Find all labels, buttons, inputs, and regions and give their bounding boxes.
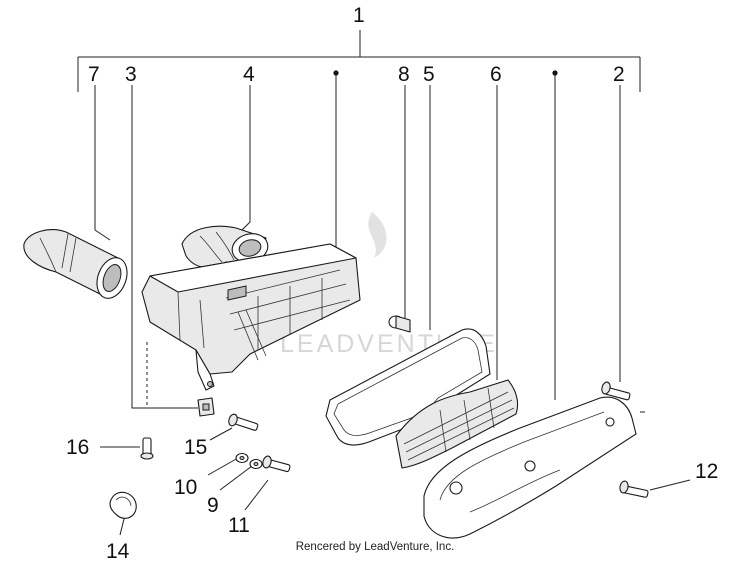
callout-11: 11	[228, 514, 250, 537]
part-7-intake-snorkel	[23, 229, 128, 299]
callout-6: 6	[490, 63, 502, 86]
callout-labels: 1 7 3 4 8 5 6 2 12 16 15 10 9 11 14	[66, 4, 718, 562]
part-4-intake-duct	[181, 225, 269, 269]
leader-lines	[94, 70, 691, 536]
part-15-screw	[228, 413, 259, 431]
part-16-screw	[140, 437, 154, 460]
part-14-clamp	[109, 491, 137, 519]
part-10-washer	[235, 452, 249, 464]
part-1-filter-housing	[141, 243, 361, 391]
part-6-filter-element	[395, 379, 519, 469]
callout-3: 3	[125, 63, 137, 86]
callout-4: 4	[243, 63, 255, 86]
watermark-flame-icon	[368, 212, 387, 258]
part-11-screw	[262, 455, 291, 473]
part-8-grommet	[388, 315, 411, 333]
callout-1: 1	[353, 4, 365, 27]
callout-12: 12	[695, 460, 718, 483]
callout-2: 2	[613, 63, 625, 86]
callout-9: 9	[207, 494, 219, 517]
part-2-screw	[601, 381, 631, 401]
part-3-clip-nut	[197, 397, 215, 417]
callout-5: 5	[423, 63, 435, 86]
callout-8: 8	[398, 63, 410, 86]
part-12-screw	[619, 480, 649, 498]
callout-7: 7	[88, 63, 100, 86]
assembly-bracket	[77, 30, 641, 92]
render-credit: Rencered by LeadVenture, Inc.	[295, 541, 455, 553]
part-9-washer	[249, 458, 263, 470]
part-2-housing-cover	[423, 396, 637, 539]
callout-16: 16	[66, 436, 89, 459]
callout-10: 10	[174, 476, 197, 499]
callout-15: 15	[184, 436, 207, 459]
callout-14: 14	[106, 540, 130, 562]
